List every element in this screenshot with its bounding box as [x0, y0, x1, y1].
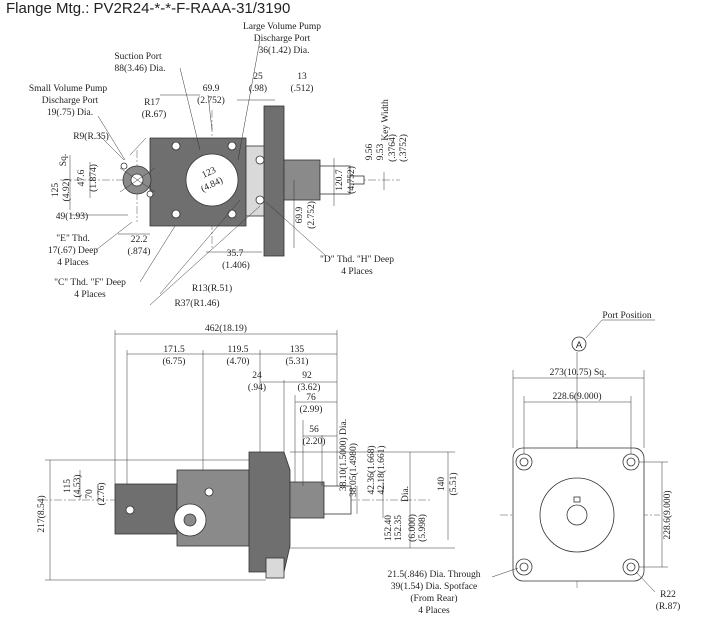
dim-69-9: 69.9	[203, 84, 220, 94]
pilot-dia-1: 152.40	[384, 515, 394, 541]
pilot-dia-4: (5.998)	[417, 514, 428, 542]
dim-140-in: (5.51)	[448, 473, 459, 496]
dim-13: 13	[297, 72, 307, 82]
small-volume-dia: 19(.75) Dia.	[47, 107, 93, 118]
key-height-1: 42.36(1.668)	[366, 445, 377, 494]
drawing-title: Flange Mtg.: PV2R24-*-*-F-RAAA-31/3190	[6, 0, 291, 17]
e-thread-places: 4 Places	[57, 258, 89, 268]
port-position-label: Port Position	[602, 311, 652, 321]
dim-92-in: (3.62)	[298, 382, 321, 393]
dim-r17: R17	[144, 98, 160, 108]
dim-120-7: 120.7	[335, 169, 345, 191]
top-view-drawing	[60, 39, 400, 306]
d-thread-places: 4 Places	[341, 267, 373, 277]
dim-49: 49(1.93)	[56, 211, 88, 222]
dim-125: 125	[51, 183, 61, 198]
dim-r17-in: (R.67)	[142, 109, 167, 120]
dim-120-7-in: (4.752)	[346, 166, 357, 194]
dim-r9: R9(R.35)	[73, 131, 109, 142]
dim-47-6-in: (1.874)	[88, 164, 99, 192]
dim-22-2: 22.2	[131, 235, 148, 245]
dim-273: 273(10.75) Sq.	[550, 367, 607, 378]
suction-port-label: Suction Port	[114, 52, 162, 62]
dim-69-9-v: 69.9	[295, 206, 305, 223]
dim-125-in: (4.92)	[61, 179, 72, 202]
large-volume-label-1: Large Volume Pump	[243, 22, 321, 32]
suction-port-dia: 88(3.46) Dia.	[115, 63, 166, 74]
dim-56: 56	[309, 425, 319, 435]
dim-r22: R22	[660, 590, 676, 600]
key-dim-4: (.3752)	[398, 134, 409, 162]
hole-places: 4 Places	[418, 606, 450, 616]
dim-135-in: (5.31)	[286, 356, 309, 367]
pilot-dia-2: 152.35	[394, 515, 404, 541]
dim-76: 76	[306, 393, 316, 403]
large-volume-label-2: Discharge Port	[254, 34, 311, 44]
dim-171-5-in: (6.75)	[163, 356, 186, 367]
end-view-drawing	[491, 319, 668, 593]
port-marker-letter: A	[576, 340, 583, 351]
dim-25-in: (.98)	[249, 83, 267, 94]
dim-228-6-h: 228.6(9.000)	[552, 391, 601, 402]
hole-spotface: 39(1.54) Dia. Spotface	[391, 581, 478, 592]
dim-92: 92	[302, 371, 312, 381]
shaft-dia-1: 38.10(1.5000) Dia.	[338, 419, 349, 491]
dim-115-in: (4.53)	[72, 475, 83, 498]
key-dim-2: 9.53	[376, 143, 386, 160]
dim-69-9-in: (2.752)	[197, 95, 225, 106]
dim-22-2-in: (.874)	[128, 246, 151, 257]
dim-69-9-v-in: (2.752)	[306, 201, 317, 229]
dim-13-in: (.512)	[291, 83, 314, 94]
c-thread-places: 4 Places	[74, 290, 106, 300]
small-volume-label-1: Small Volume Pump	[29, 84, 108, 94]
key-dim-1: 9.56	[365, 143, 375, 160]
large-volume-dia: 36(1.42) Dia.	[259, 45, 310, 56]
dim-119-5: 119.5	[227, 345, 248, 355]
dim-140: 140	[437, 477, 447, 492]
key-dim-3: (.3764)	[387, 134, 398, 162]
dim-24-in: (.94)	[248, 382, 266, 393]
dim-70-in: (2.76)	[96, 483, 107, 506]
dim-35-7-in: (1.406)	[222, 260, 250, 271]
dim-135: 135	[290, 345, 305, 355]
c-thread-label: "C" Thd. "F" Deep	[54, 278, 126, 288]
dim-47-6: 47.6	[77, 169, 87, 186]
dim-35-7: 35.7	[227, 249, 244, 259]
dim-r22-in: (R.87)	[656, 601, 681, 612]
dim-462: 462(18.19)	[205, 323, 247, 334]
dim-228-6-v: 228.6(9.000)	[662, 490, 673, 539]
pilot-dia-3: (6.000)	[407, 514, 418, 542]
d-thread-label: "D" Thd. "H" Deep	[320, 255, 394, 265]
dim-119-5-in: (4.70)	[227, 356, 250, 367]
pilot-dia-label: Dia.	[401, 486, 411, 502]
dim-r13: R13(R.51)	[192, 283, 232, 294]
hole-from-rear: (From Rear)	[410, 593, 457, 604]
side-view-drawing	[40, 330, 455, 581]
dim-24: 24	[252, 371, 262, 381]
key-height-2: 42.18(1.661)	[376, 445, 387, 494]
shaft-dia-2: 38.05(1.4980)	[348, 443, 359, 497]
e-thread-depth: 17(.67) Deep	[48, 245, 98, 256]
dim-56-in: (2.20)	[303, 436, 326, 447]
e-thread-label: "E" Thd.	[56, 234, 89, 244]
dim-125-sq: Sq.	[59, 154, 69, 166]
port-marker-circle	[571, 336, 587, 352]
dim-217: 217(8.54)	[36, 495, 47, 532]
hole-dia: 21.5(.846) Dia. Through	[388, 569, 481, 580]
dim-70: 70	[85, 489, 95, 499]
key-width-label: Key Width	[381, 99, 391, 141]
dim-76-in: (2.99)	[300, 404, 323, 415]
dim-171-5: 171.5	[163, 345, 185, 355]
dim-115: 115	[63, 479, 73, 493]
dim-25: 25	[253, 72, 263, 82]
small-volume-label-2: Discharge Port	[42, 96, 99, 106]
dim-r37: R37(R1.46)	[174, 298, 219, 309]
